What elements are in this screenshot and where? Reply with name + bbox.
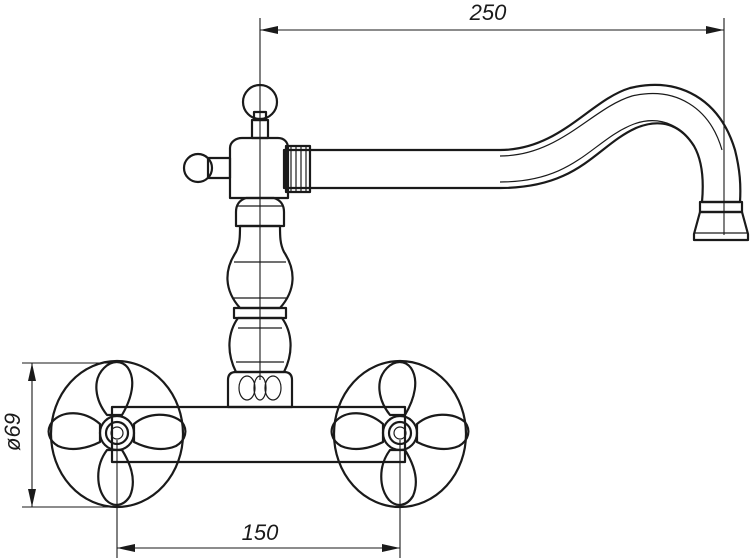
spout xyxy=(282,83,750,242)
mixer-lever xyxy=(182,83,290,200)
dimension-flange-diameter: ø69 xyxy=(0,362,112,508)
flange-diameter-label: ø69 xyxy=(0,413,25,451)
spout-reach-label: 250 xyxy=(469,0,507,25)
dimension-center-distance: 150 xyxy=(116,440,401,558)
dimension-spout-reach: 250 xyxy=(259,0,725,380)
right-valve-handle xyxy=(330,359,470,509)
left-valve-handle xyxy=(47,359,187,509)
center-distance-label: 150 xyxy=(242,520,279,545)
